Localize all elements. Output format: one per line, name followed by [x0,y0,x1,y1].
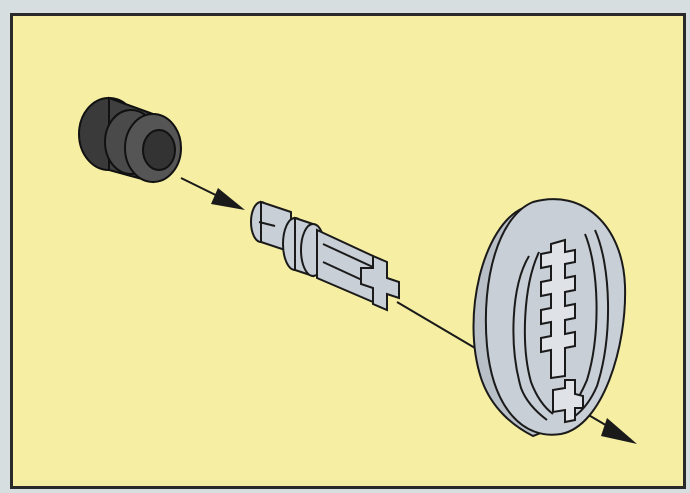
axle-pin-part [251,202,399,310]
oval-gear-plate-part [473,199,625,436]
bushing-part [79,98,181,182]
arrow-icon [601,418,637,444]
assembly-diagram [13,16,683,486]
arrow-icon [211,188,245,210]
instruction-panel [10,13,686,489]
